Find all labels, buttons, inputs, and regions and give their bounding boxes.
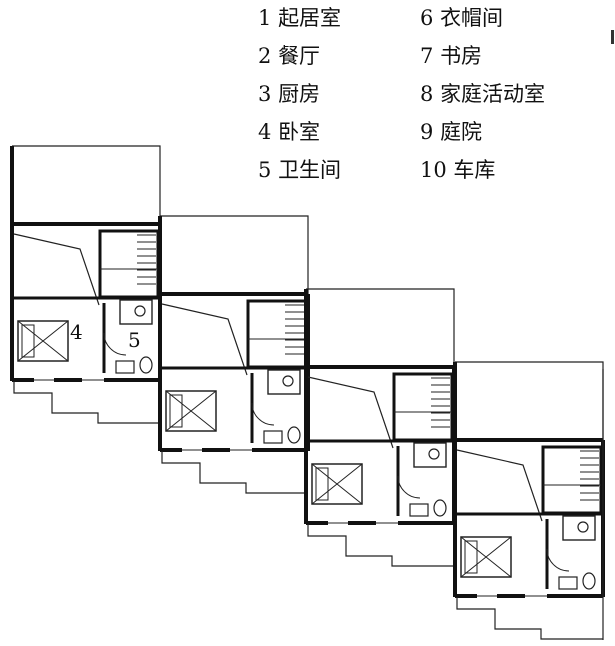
unit-4-garage-outline bbox=[456, 597, 603, 640]
unit-2-door-swing bbox=[251, 402, 275, 426]
unit-3-bed-cross-2 bbox=[311, 463, 363, 505]
unit-2-garage-outline bbox=[161, 451, 308, 494]
unit-3-toilet bbox=[433, 499, 447, 517]
legend-num: 2 bbox=[258, 44, 272, 68]
legend-item-6: 6 衣帽间 bbox=[420, 6, 503, 30]
unit-3-slope-line bbox=[307, 376, 394, 449]
unit-1-door-swing bbox=[103, 332, 127, 356]
unit-1-fixture-circle bbox=[134, 305, 146, 317]
unit-1-slope-line bbox=[13, 233, 100, 306]
legend-item-4: 4 卧室 bbox=[258, 120, 320, 144]
legend-item-5: 5 卫生间 bbox=[258, 158, 341, 182]
unit-3-stair-block bbox=[392, 372, 454, 442]
unit-4-bed-cross-2 bbox=[460, 536, 512, 578]
legend-num: 7 bbox=[420, 44, 434, 68]
unit-3-fixture-box bbox=[413, 442, 447, 468]
unit-4-bed bbox=[460, 536, 512, 578]
legend-text: 卫生间 bbox=[278, 158, 342, 182]
unit-2-fixture-circle bbox=[282, 375, 294, 387]
legend-item-9: 9 庭院 bbox=[420, 120, 482, 144]
legend-text: 家庭活动室 bbox=[440, 82, 546, 106]
unit-2-bed bbox=[165, 390, 217, 432]
unit-1-bed-cross-2 bbox=[17, 320, 69, 362]
unit-1-washbasin bbox=[115, 360, 135, 374]
unit-4-washbasin bbox=[558, 576, 578, 590]
legend-num: 9 bbox=[420, 120, 434, 144]
unit-3-bed bbox=[311, 463, 363, 505]
unit-3-door-swing bbox=[397, 475, 421, 499]
unit-3-pillow bbox=[315, 467, 329, 501]
unit-1-stair-block bbox=[98, 229, 160, 299]
unit-4-stair-block bbox=[541, 445, 603, 515]
legend-item-2: 2 餐厅 bbox=[258, 44, 320, 68]
unit-2-fixture-box bbox=[267, 369, 301, 395]
unit-4-courtyard-outline bbox=[455, 361, 604, 440]
legend-num: 1 bbox=[258, 6, 272, 30]
legend-num: 3 bbox=[258, 82, 272, 106]
unit-2-stair-block bbox=[246, 299, 308, 369]
legend-text: 厨房 bbox=[278, 82, 321, 106]
legend-text: 庭院 bbox=[440, 120, 483, 144]
unit-1-toilet bbox=[139, 356, 153, 374]
legend-text: 餐厅 bbox=[278, 44, 321, 68]
unit-4-door-swing bbox=[546, 548, 570, 572]
legend-text: 起居室 bbox=[278, 6, 342, 30]
unit-2-toilet bbox=[287, 426, 301, 444]
legend-item-7: 7 书房 bbox=[420, 44, 482, 68]
edge-mark bbox=[611, 30, 614, 44]
unit-3-fixture-circle bbox=[428, 448, 440, 460]
legend-item-10: 10 车库 bbox=[420, 158, 495, 182]
unit-1-fixture-box bbox=[119, 299, 153, 325]
legend-item-8: 8 家庭活动室 bbox=[420, 82, 545, 106]
unit-4-pillow bbox=[464, 540, 478, 574]
legend-num: 6 bbox=[420, 6, 434, 30]
legend-text: 衣帽间 bbox=[440, 6, 504, 30]
legend-num: 8 bbox=[420, 82, 434, 106]
legend-text: 书房 bbox=[440, 44, 483, 68]
unit-1-garage-outline bbox=[13, 381, 160, 424]
legend-text: 卧室 bbox=[278, 120, 321, 144]
legend-num: 4 bbox=[258, 120, 272, 144]
unit-4-fixture-circle bbox=[577, 521, 589, 533]
legend-num: 5 bbox=[258, 158, 272, 182]
unit-2-pillow bbox=[169, 394, 183, 428]
unit-4-fixture-box bbox=[562, 515, 596, 541]
legend-item-1: 1 起居室 bbox=[258, 6, 341, 30]
legend-item-3: 3 厨房 bbox=[258, 82, 320, 106]
legend-text: 车库 bbox=[453, 158, 496, 182]
unit-1-courtyard-outline bbox=[12, 145, 161, 224]
unit-4-slope-line bbox=[456, 449, 543, 522]
unit-4-toilet bbox=[582, 572, 596, 590]
unit-3-garage-outline bbox=[307, 524, 454, 567]
unit-2-washbasin bbox=[263, 430, 283, 444]
unit-1-pillow bbox=[21, 324, 35, 358]
unit-2-bed-cross-2 bbox=[165, 390, 217, 432]
unit-3-courtyard-outline bbox=[306, 288, 455, 367]
unit-2-courtyard-outline bbox=[160, 215, 309, 294]
unit-2-slope-line bbox=[161, 303, 248, 376]
room-label-bathroom: 5 bbox=[128, 328, 141, 352]
room-label-bedroom: 4 bbox=[70, 320, 83, 344]
unit-3-washbasin bbox=[409, 503, 429, 517]
unit-1-bed bbox=[17, 320, 69, 362]
legend-num: 10 bbox=[420, 158, 447, 182]
